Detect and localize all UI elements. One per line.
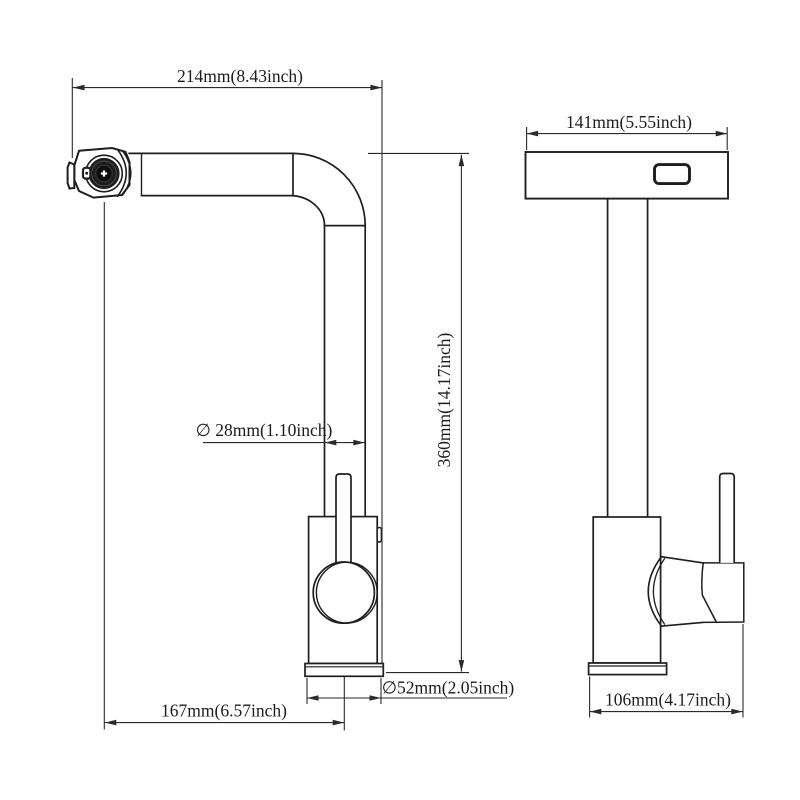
aerator-center-cross-h [100, 172, 108, 175]
arrow-left [526, 130, 539, 137]
head-display-window [653, 163, 691, 186]
dim-label-pipe-diameter: ∅ 28mm(1.10inch) [196, 420, 333, 440]
arrow-right [353, 439, 365, 446]
handle-block-outline [702, 562, 745, 624]
arrow-left [324, 439, 337, 446]
spray-button-dot [85, 171, 89, 175]
arrow-top [458, 154, 465, 167]
joint-bottom-edge [659, 621, 704, 627]
vertical-pipe [323, 224, 367, 518]
joint-top-edge [659, 555, 704, 564]
elbow-inner-curve [289, 194, 326, 227]
faucet-body-front [592, 516, 662, 664]
handle-knob-rim [315, 561, 378, 624]
joint-bulge-inner [652, 557, 666, 625]
spray-head-tip [66, 161, 76, 190]
arrow-right [715, 130, 728, 137]
arrow-bottom [458, 660, 465, 672]
arrow-left [104, 719, 117, 726]
dimension-overall-height-360: 360mm(14.17inch) [368, 152, 469, 674]
arrow-right [370, 84, 382, 91]
elbow-outer-curve [292, 152, 367, 227]
handle-lever-side [718, 472, 736, 563]
dimension-base-diameter-52: ∅52mm(2.05inch) [306, 678, 515, 704]
dimension-spout-center-reach-167: 167mm(6.57inch) [103, 202, 345, 731]
body-side-tab [376, 526, 383, 543]
right-view [524, 151, 745, 676]
dim-label-head-width: 141mm(5.55inch) [566, 112, 692, 132]
base-flange-front [587, 662, 668, 676]
vertical-pipe-front [606, 197, 649, 518]
spray-head-front [524, 151, 729, 200]
dimension-overall-reach-214: 214mm(8.43inch) [71, 66, 383, 663]
aerator-texture-ring [91, 160, 117, 187]
dim-label-side-depth: 106mm(4.17inch) [605, 690, 731, 710]
handle-lever [335, 473, 352, 563]
spout-arm [128, 152, 367, 227]
arrow-right [332, 719, 345, 726]
arrow-left [73, 84, 85, 91]
joint-boundary-crease [701, 562, 718, 624]
arrow-left [307, 695, 319, 701]
base-flange-front-slab [587, 662, 668, 676]
dimension-side-depth-106: 106mm(4.17inch) [589, 624, 744, 718]
head-collar-arc-inner [121, 150, 132, 196]
dimension-head-width-141: 141mm(5.55inch) [526, 112, 728, 150]
head-collar-arc-outer [116, 148, 128, 198]
dim-label-overall-reach: 214mm(8.43inch) [177, 66, 303, 86]
base-flange-slab [304, 662, 385, 678]
left-view [66, 146, 385, 678]
dim-label-overall-height: 360mm(14.17inch) [434, 333, 454, 468]
joint-bulge-outer [647, 555, 663, 627]
arrow-right [731, 708, 743, 715]
base-flange [304, 662, 385, 678]
spray-head [66, 146, 143, 199]
arrow-left [589, 708, 602, 715]
dim-label-spout-center-reach: 167mm(6.57inch) [161, 701, 287, 721]
arrow-right [369, 695, 381, 701]
dimension-pipe-diameter-28: ∅ 28mm(1.10inch) [196, 420, 365, 446]
dim-label-base-diameter: ∅52mm(2.05inch) [382, 678, 515, 698]
handle-joint [647, 555, 745, 627]
